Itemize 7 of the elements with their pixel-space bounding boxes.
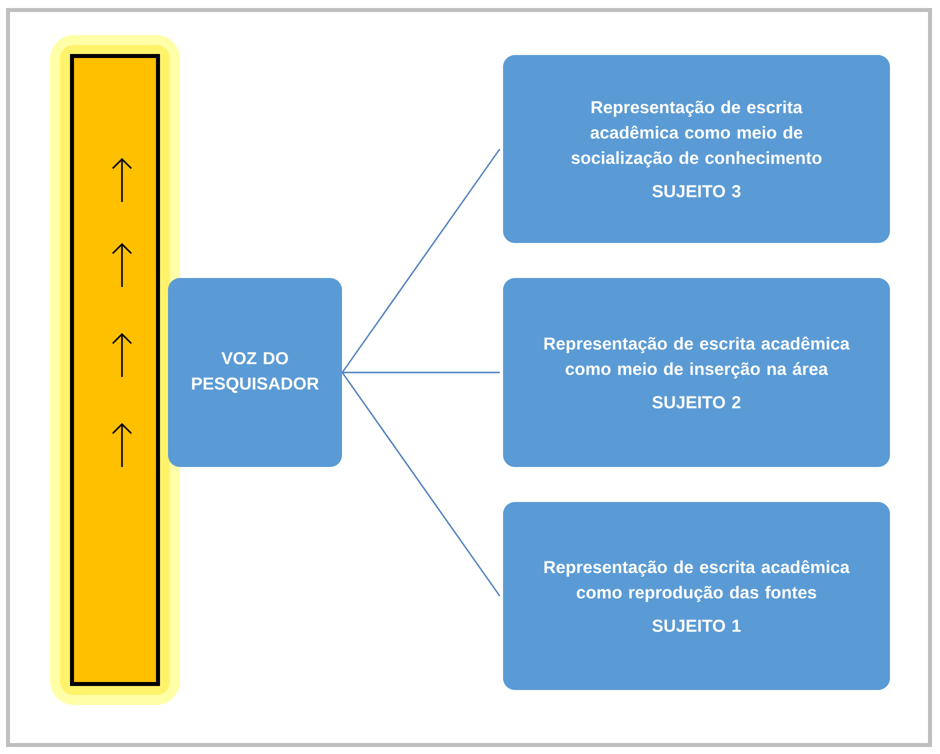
connector-line [342,372,500,374]
process-box: Representação de escrita acadêmica como reprodução das fontes SUJEITO 1 [503,502,890,690]
process-box: VOZ DO PESQUISADOR [168,278,342,468]
connector-line [342,372,500,596]
connector-line [342,148,500,373]
process-box: Representação de escrita acadêmica como meio de socialização de conhecimento SUJEITO 3 [503,55,890,243]
process-box: Representação de escrita acadêmica como meio de inserção na área SUJEITO 2 [503,278,890,468]
